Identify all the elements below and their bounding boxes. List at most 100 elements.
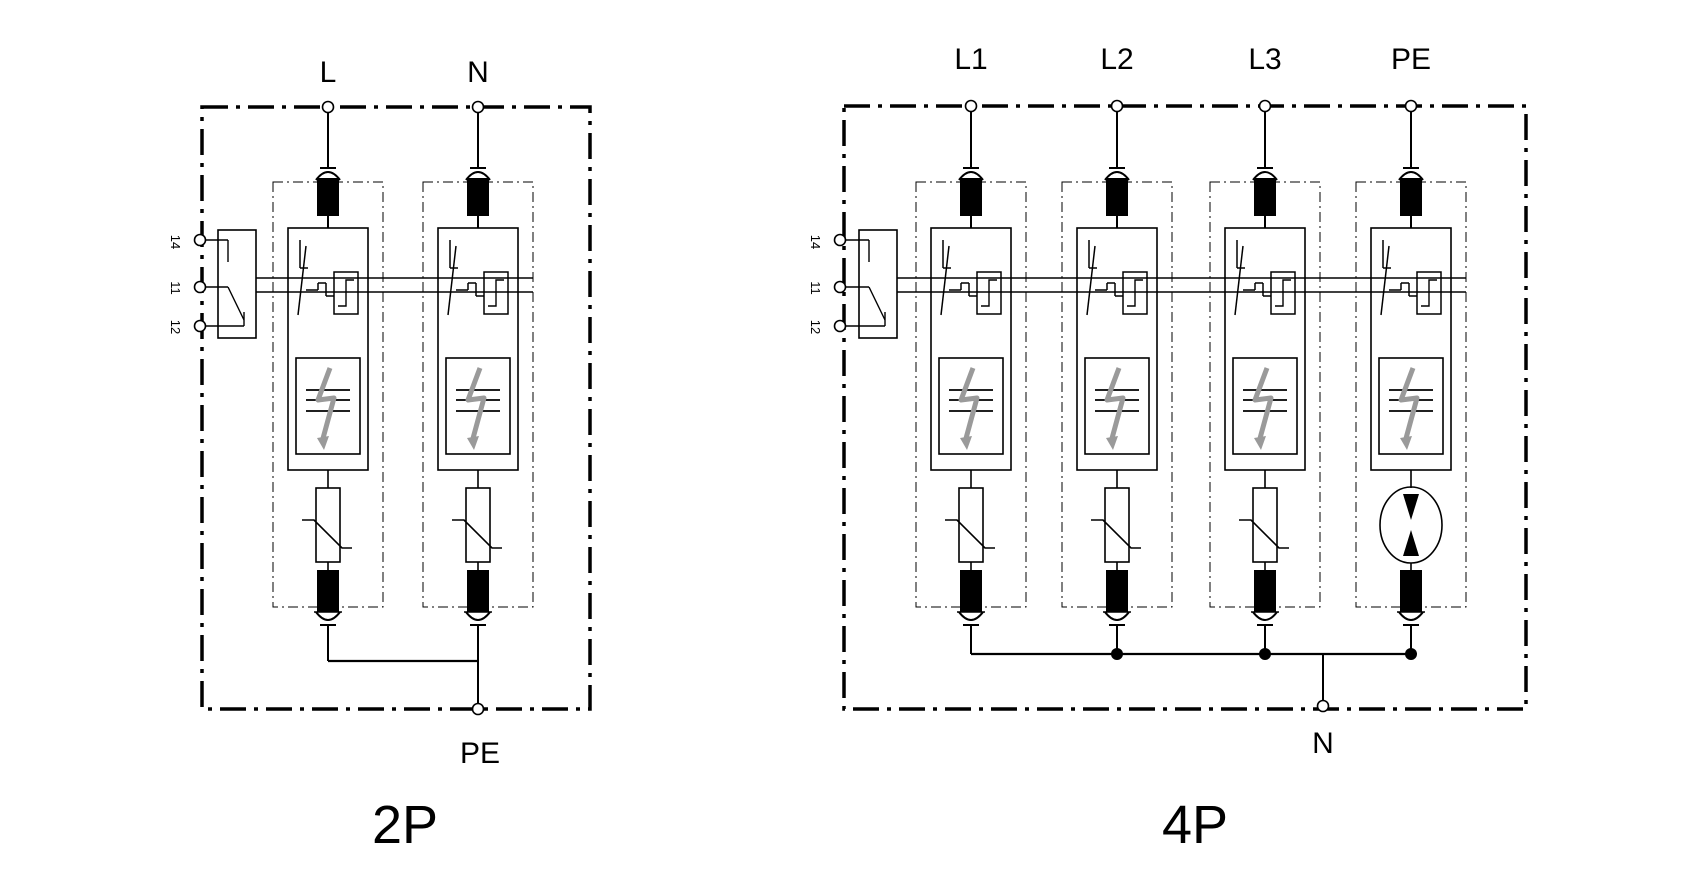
- fuse-icon: [1400, 178, 1422, 216]
- module-group-4p: [915, 99, 1467, 626]
- wire: [1234, 245, 1244, 316]
- lightning-icon: [1398, 367, 1420, 443]
- fuse-icon: [467, 570, 489, 612]
- aux-contact: 14 11 12: [808, 235, 823, 334]
- junction-dot-icon: [1111, 648, 1123, 660]
- varistor-icon: [1239, 487, 1289, 563]
- bottom-terminal-label: N: [1312, 727, 1334, 760]
- aux-terminal-label-11: 11: [808, 281, 823, 295]
- arrow-icon: [1106, 436, 1118, 450]
- junction-dot-icon: [1259, 648, 1271, 660]
- thermal-relay-icon: [1416, 271, 1442, 315]
- module-outline: [272, 181, 384, 608]
- spark-gap-icon: [1379, 486, 1443, 564]
- top-terminal-icon: [1110, 99, 1124, 113]
- enclosure-2p: [200, 105, 592, 711]
- aux-terminal-icon: [193, 233, 207, 247]
- aux-terminal-label-11: 11: [168, 281, 183, 295]
- contact-cap-icon: [1398, 611, 1424, 621]
- wire: [297, 245, 307, 316]
- contact-cap-icon: [465, 171, 491, 181]
- varistor-icon: [302, 487, 352, 563]
- aux-contact-box: [217, 229, 257, 339]
- aux-terminal-label-14: 14: [808, 235, 823, 249]
- wire: [227, 286, 245, 321]
- diagram-2p: L N PE 2P 14 11 12: [168, 56, 592, 855]
- arrow-icon: [1254, 436, 1266, 450]
- wire: [1380, 245, 1390, 316]
- wire: [1086, 245, 1096, 316]
- aux-terminal-icon: [833, 319, 847, 333]
- module-group-2p: [272, 100, 534, 626]
- contact-cap-icon: [1252, 171, 1278, 181]
- relay-step-icon: [338, 279, 354, 307]
- varistor-slope: [452, 519, 502, 549]
- fuse-icon: [960, 570, 982, 612]
- relay-step-icon: [488, 279, 504, 307]
- diagram-4p: L1 L2 L3 PE N 4P 14 11 12: [808, 43, 1528, 855]
- varistor-slope: [945, 519, 995, 549]
- aux-terminal-label-14: 14: [168, 235, 183, 249]
- wiring-2p: [193, 229, 533, 716]
- module-outline: [422, 181, 534, 608]
- top-terminal-icon: [1258, 99, 1272, 113]
- wire: [447, 245, 457, 316]
- contact-cap-icon: [1398, 171, 1424, 181]
- thermal-relay-icon: [976, 271, 1002, 315]
- lightning-icon: [1252, 367, 1274, 443]
- bottom-terminal-label: PE: [460, 737, 500, 770]
- aux-terminal-icon: [833, 233, 847, 247]
- top-terminal-icon: [321, 100, 335, 114]
- electrode-icon: [1403, 530, 1419, 556]
- aux-terminal-icon: [193, 280, 207, 294]
- contact-cap-icon: [315, 171, 341, 181]
- top-terminal-label-3: L3: [1248, 43, 1281, 76]
- enclosure-4p: [842, 104, 1528, 711]
- relay-step-icon: [981, 279, 997, 307]
- fuse-icon: [1254, 178, 1276, 216]
- surge-element-box: [1232, 357, 1298, 455]
- thermal-switch-icon: [940, 240, 977, 316]
- thermal-relay-icon: [1270, 271, 1296, 315]
- aux-contact: 14 11 12: [168, 235, 183, 334]
- contact-cap-icon: [315, 611, 341, 621]
- junction-dot-icon: [1405, 648, 1417, 660]
- top-terminal-label-4: PE: [1391, 43, 1431, 76]
- thermal-switch-icon: [1380, 240, 1417, 316]
- varistor-icon: [945, 487, 995, 563]
- protection-module-3: [1209, 99, 1321, 626]
- aux-terminal-label-12: 12: [808, 320, 823, 334]
- arrow-icon: [1400, 436, 1412, 450]
- relay-step-icon: [1275, 279, 1291, 307]
- thermal-relay-icon: [1122, 271, 1148, 315]
- thermal-switch-icon: [447, 240, 484, 316]
- contact-cap-icon: [1104, 171, 1130, 181]
- thermal-switch-icon: [1086, 240, 1123, 316]
- wire: [940, 245, 950, 316]
- surge-element-box: [295, 357, 361, 455]
- fuse-icon: [467, 178, 489, 216]
- bottom-terminal-icon: [471, 702, 485, 716]
- lightning-icon: [1104, 367, 1126, 443]
- protection-module-1: [272, 100, 384, 626]
- top-terminal-icon: [964, 99, 978, 113]
- wire: [868, 286, 886, 321]
- bottom-terminal-icon: [1316, 699, 1330, 713]
- aux-contact-box: [858, 229, 898, 339]
- module-outline: [1209, 181, 1321, 608]
- top-terminal-icon: [1404, 99, 1418, 113]
- thermal-relay-icon: [483, 271, 509, 315]
- diagram-caption: 2P: [372, 795, 438, 855]
- top-terminal-label-2: N: [467, 56, 489, 89]
- lightning-icon: [958, 367, 980, 443]
- surge-element-box: [1084, 357, 1150, 455]
- module-outline: [1061, 181, 1173, 608]
- wiring-4p: [833, 229, 1466, 713]
- thermal-relay-icon: [333, 271, 359, 315]
- module-outline: [915, 181, 1027, 608]
- varistor-icon: [1091, 487, 1141, 563]
- varistor-slope: [302, 519, 352, 549]
- relay-step-icon: [1421, 279, 1437, 307]
- top-terminal-label-2: L2: [1100, 43, 1133, 76]
